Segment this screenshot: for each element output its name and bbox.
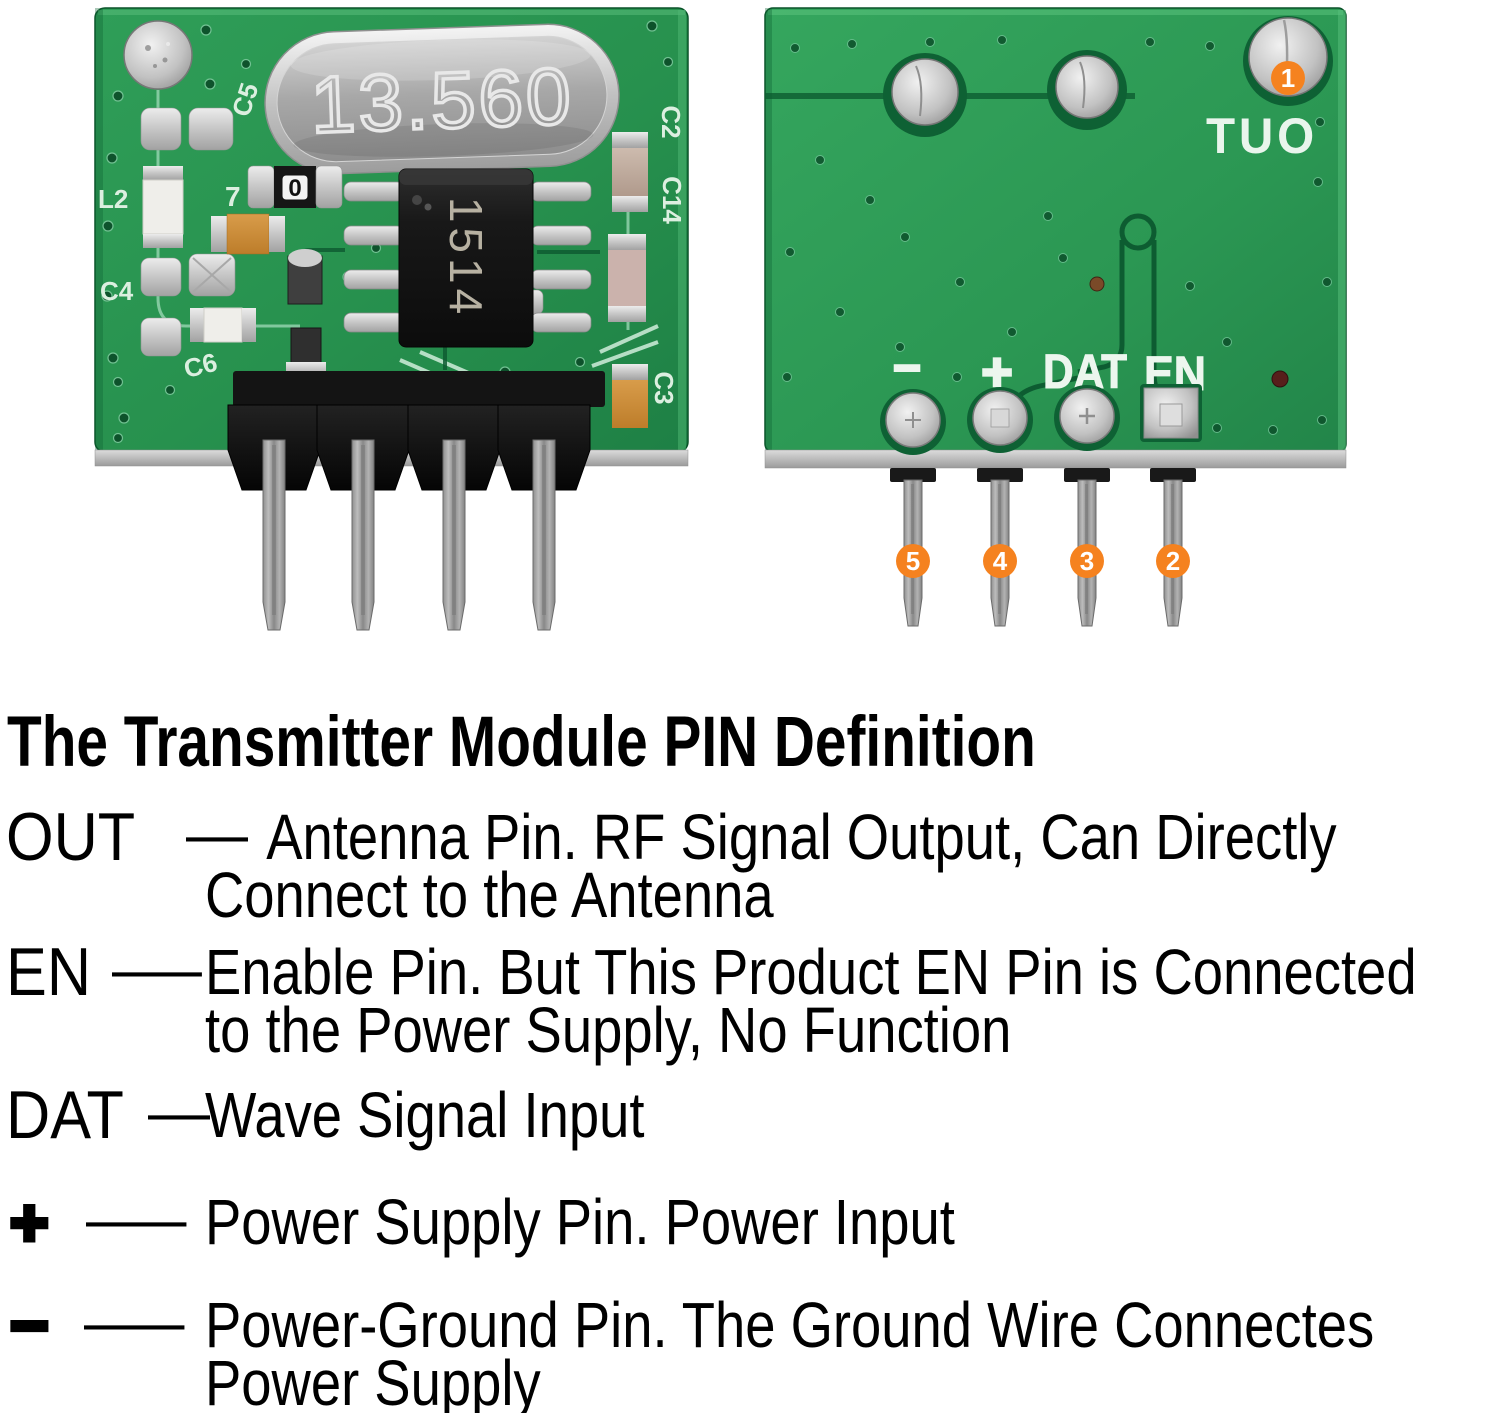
pin-definition-row-minus: − — Power-Ground Pin. The Ground Wire Co… (0, 1288, 1500, 1413)
pin-definition-row-dat: DAT — Wave Signal Input (0, 1077, 1500, 1153)
pin-description-dat: Wave Signal Input (205, 1079, 1500, 1151)
dash-connector: — (84, 1288, 185, 1357)
transmitter-ic: 1514 (343, 168, 592, 348)
top-solder-joints (883, 16, 1333, 137)
front-pin-header (227, 371, 605, 491)
pin-definitions-title: The Transmitter Module PIN Definition (7, 703, 1036, 782)
description-line: Wave Signal Input (205, 1079, 645, 1151)
description-line: Power-Ground Pin. The Ground Wire Connec… (205, 1289, 1375, 1361)
copper-via (1089, 276, 1105, 292)
solder-dome (123, 20, 193, 90)
transmitter-front-board: 13.560 0 (94, 7, 689, 631)
product-photo: 13.560 0 (94, 7, 1347, 631)
pin-label-en: EN (6, 934, 92, 1010)
transmitter-back-board: 1 TUO − + DAT EN (764, 7, 1347, 627)
description-line: Enable Pin. But This Product EN Pin is C… (205, 936, 1417, 1008)
pin-number-badges: 5 4 3 2 (896, 544, 1190, 578)
dash-connector: — (112, 935, 202, 1004)
silkscreen-l2: L2 (98, 184, 128, 214)
pin-badge-5-number: 5 (906, 546, 920, 576)
via-holes (782, 35, 1332, 435)
description-line: Antenna Pin. RF Signal Output, Can Direc… (266, 801, 1337, 873)
bottom-solder-joints (880, 384, 1202, 455)
pin-definition-row-out: OUT — Antenna Pin. RF Signal Output, Can… (0, 799, 1500, 931)
via-holes (101, 20, 674, 444)
silkscreen-7: 7 (225, 181, 241, 212)
pin-description-out: Antenna Pin. RF Signal Output, Can Direc… (205, 801, 1500, 931)
pin-badge-3-number: 3 (1080, 546, 1094, 576)
pin-description-en: Enable Pin. But This Product EN Pin is C… (205, 936, 1500, 1066)
pin-definition-row-plus: + — Power Supply Pin. Power Input (0, 1185, 1500, 1259)
pin-label-out: OUT (6, 799, 136, 875)
pin-badge-2-number: 2 (1166, 546, 1180, 576)
pin-description-plus: Power Supply Pin. Power Input (205, 1186, 1500, 1258)
zero-ohm-marking: 0 (288, 175, 301, 202)
ic-marking: 1514 (440, 197, 492, 319)
pin-label-plus: + (8, 1185, 51, 1259)
smd-components: 0 (140, 107, 648, 428)
crystal-oscillator: 13.560 (264, 23, 620, 175)
silkscreen-c3: C3 (649, 371, 679, 404)
back-pins (890, 468, 1196, 627)
pin-label-minus: − (8, 1288, 51, 1362)
crystal-marking: 13.560 (309, 51, 575, 149)
pin-definition-row-en: EN — Enable Pin. But This Product EN Pin… (0, 934, 1500, 1066)
dash-connector: — (86, 1185, 187, 1254)
dark-via (1271, 370, 1289, 388)
board-edge (764, 449, 1347, 469)
pin-label-dat: DAT (6, 1077, 124, 1153)
silkscreen-c14: C14 (657, 176, 687, 224)
description-line: Power Supply Pin. Power Input (205, 1186, 955, 1258)
pin-badge-4-number: 4 (993, 546, 1008, 576)
front-pins (262, 439, 556, 631)
description-line: Power Supply (205, 1347, 541, 1413)
silkscreen-c2: C2 (656, 105, 686, 138)
pin-badge-1: 1 (1271, 61, 1305, 95)
silkscreen-c4: C4 (100, 276, 134, 306)
description-line: Connect to the Antenna (205, 859, 774, 931)
out-silkscreen-mirrored: TUO (1206, 108, 1318, 164)
dash-connector: — (186, 800, 248, 869)
description-line: to the Power Supply, No Function (205, 994, 1012, 1066)
pin-description-minus: Power-Ground Pin. The Ground Wire Connec… (205, 1289, 1500, 1413)
dash-connector: — (148, 1078, 210, 1147)
pin-badge-1-number: 1 (1281, 63, 1295, 93)
pin-silkscreen-minus: − (893, 342, 921, 395)
